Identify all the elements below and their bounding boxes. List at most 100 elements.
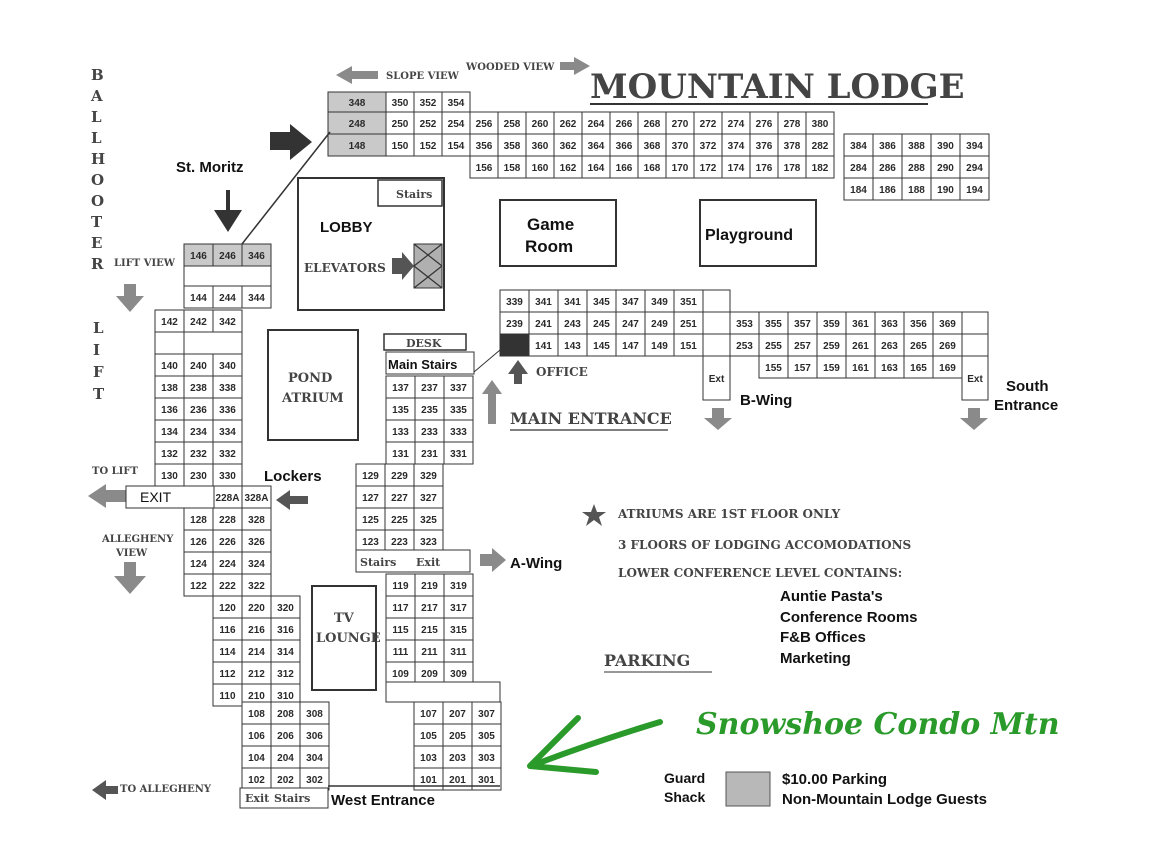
svg-text:212: 212	[248, 669, 265, 680]
lower-item-1: Auntie Pasta's	[780, 588, 883, 605]
room-207: 207	[442, 701, 473, 725]
room-161: 161	[845, 355, 876, 379]
room-162: 162	[553, 155, 583, 179]
room-282: 282	[805, 133, 835, 157]
svg-text:260: 260	[532, 119, 549, 130]
room-124: 124	[183, 551, 214, 575]
room-219: 219	[414, 573, 445, 597]
room-309: 309	[443, 661, 474, 685]
west-exit-label: Exit	[245, 792, 270, 805]
svg-text:138: 138	[161, 383, 178, 394]
room-242: 242	[183, 309, 214, 333]
svg-text:346: 346	[248, 251, 265, 262]
ballhooter-letter: L	[91, 108, 102, 126]
room-336: 336	[212, 397, 243, 421]
room-138: 138	[154, 375, 185, 399]
svg-text:144: 144	[190, 293, 207, 304]
room-127: 127	[355, 485, 386, 509]
pond-atrium-label-1: POND	[288, 371, 332, 386]
a-wing-exit-label: Exit	[416, 556, 441, 569]
room-205: 205	[442, 723, 473, 747]
svg-text:147: 147	[622, 341, 639, 352]
room-158: 158	[497, 155, 527, 179]
svg-text:152: 152	[420, 141, 437, 152]
room-228: 228	[212, 507, 243, 531]
lobby-label: LOBBY	[320, 219, 373, 236]
room-378: 378	[777, 133, 807, 157]
room-156: 156	[469, 155, 499, 179]
svg-text:112: 112	[219, 669, 236, 680]
room-312: 312	[270, 661, 301, 685]
svg-text:106: 106	[248, 731, 265, 742]
room-176: 176	[749, 155, 779, 179]
room-366: 366	[609, 133, 639, 157]
svg-text:145: 145	[593, 341, 610, 352]
svg-text:194: 194	[966, 185, 983, 196]
svg-text:332: 332	[219, 449, 236, 460]
to-allegheny-label: TO ALLEGHENY	[120, 784, 212, 795]
svg-text:214: 214	[248, 647, 265, 658]
room-190: 190	[930, 177, 961, 201]
svg-text:101: 101	[420, 775, 437, 786]
svg-text:328: 328	[248, 515, 265, 526]
south-entrance-label-2: Entrance	[994, 397, 1058, 414]
svg-text:270: 270	[672, 119, 689, 130]
svg-text:143: 143	[564, 341, 581, 352]
svg-text:220: 220	[248, 603, 265, 614]
svg-text:254: 254	[448, 119, 465, 130]
svg-text:250: 250	[392, 119, 409, 130]
svg-text:248: 248	[349, 119, 366, 130]
room-272: 272	[693, 111, 723, 135]
svg-text:132: 132	[161, 449, 178, 460]
svg-text:257: 257	[794, 341, 811, 352]
room-237: 237	[414, 375, 445, 399]
svg-text:109: 109	[392, 669, 409, 680]
svg-text:232: 232	[190, 449, 207, 460]
svg-text:228: 228	[219, 515, 236, 526]
svg-text:142: 142	[161, 317, 178, 328]
svg-text:162: 162	[560, 163, 577, 174]
svg-text:234: 234	[190, 427, 207, 438]
room-256: 256	[469, 111, 499, 135]
svg-text:388: 388	[908, 141, 925, 152]
slope-view-label: SLOPE VIEW	[386, 71, 460, 82]
room-103: 103	[413, 745, 444, 769]
room-268: 268	[637, 111, 667, 135]
room-265: 265	[903, 333, 934, 357]
room-334: 334	[212, 419, 243, 443]
st-moritz-arrow-icon	[214, 190, 242, 232]
svg-text:126: 126	[190, 537, 207, 548]
room-215: 215	[414, 617, 445, 641]
svg-text:350: 350	[392, 98, 409, 109]
room-315: 315	[443, 617, 474, 641]
lower-item-3: F&B Offices	[780, 629, 866, 646]
room-344: 344	[241, 285, 272, 309]
tv-lounge-label-2: LOUNGE	[316, 631, 381, 646]
main-entrance-label: MAIN ENTRANCE	[510, 409, 672, 428]
ballhooter-letter: B	[91, 66, 104, 84]
room-128: 128	[183, 507, 214, 531]
svg-text:351: 351	[680, 297, 697, 308]
room-206: 206	[270, 723, 301, 747]
svg-text:394: 394	[966, 141, 983, 152]
room-160: 160	[525, 155, 555, 179]
room-230: 230	[183, 463, 214, 487]
room-	[154, 331, 185, 355]
svg-text:322: 322	[248, 581, 265, 592]
room-390: 390	[930, 133, 961, 157]
wooded-view-arrow-icon	[560, 57, 590, 75]
west-entrance-label: West Entrance	[331, 792, 435, 809]
svg-text:247: 247	[622, 319, 639, 330]
svg-text:278: 278	[784, 119, 801, 130]
svg-text:131: 131	[392, 449, 409, 460]
svg-text:186: 186	[879, 185, 896, 196]
svg-text:235: 235	[421, 405, 438, 416]
room-347: 347	[615, 289, 646, 313]
svg-text:237: 237	[421, 383, 438, 394]
room-290: 290	[930, 155, 961, 179]
svg-text:222: 222	[219, 581, 236, 592]
svg-text:211: 211	[421, 647, 438, 658]
room-148: 148	[327, 133, 387, 157]
room-252: 252	[413, 111, 443, 135]
room-346: 346	[241, 243, 272, 267]
